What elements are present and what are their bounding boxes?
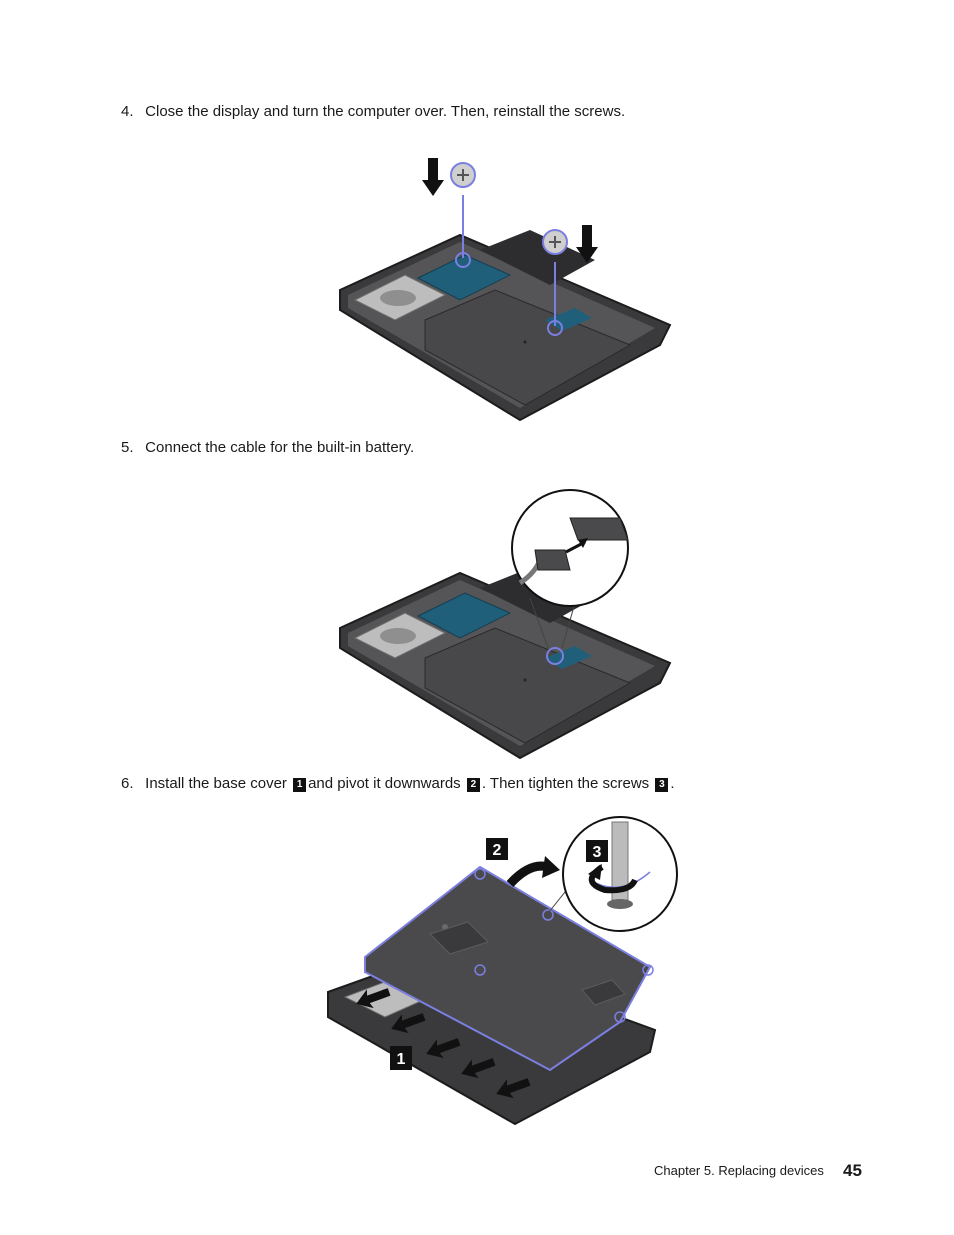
figure-install-base-cover: 1 2 3 [327,816,678,1126]
step-number: 4. [121,103,134,120]
callout-badge: 3 [655,778,669,792]
step-number: 6. [121,775,134,792]
step-text-part: . [670,775,675,792]
screw-2 [542,229,568,336]
step-text-part: and pivot it downwards [308,775,461,792]
step-text: Connect the cable for the built-in batte… [145,439,415,456]
laptop-bottom-base [339,568,672,760]
callout-label: 3 [593,844,602,861]
step-5: 5. Connect the cable for the built-in ba… [121,439,414,457]
screw-1 [450,162,476,268]
callout-2: 2 [486,838,508,860]
callout-1: 1 [390,1046,412,1070]
down-arrow-icon [422,158,444,196]
step-4: 4. Close the display and turn the comput… [121,103,625,121]
callout-badge: 2 [466,778,480,792]
pivot-arrow-icon [506,856,560,888]
page-number: 45 [843,1161,862,1180]
callout-label: 1 [397,1051,406,1068]
figure-connect-battery-cable [339,489,672,760]
callout-3: 3 [586,840,608,862]
callout-label: 2 [493,842,502,859]
step-text: Close the display and turn the computer … [145,103,626,120]
laptop-bottom-base [339,230,672,422]
callout-badge: 1 [293,778,307,792]
magnifier-callout [511,489,629,665]
step-text-part: . Then tighten the screws [481,775,650,792]
down-arrow-icon [576,225,598,263]
base-cover [364,865,654,1072]
screw-callout-magnifier [544,816,678,932]
slide-arrows [356,988,531,1099]
step-text-part: Install the base cover [145,775,287,792]
figure-reinstall-screws [339,158,672,422]
footer-chapter: Chapter 5. Replacing devices [654,1163,824,1178]
step-number: 5. [121,439,134,456]
